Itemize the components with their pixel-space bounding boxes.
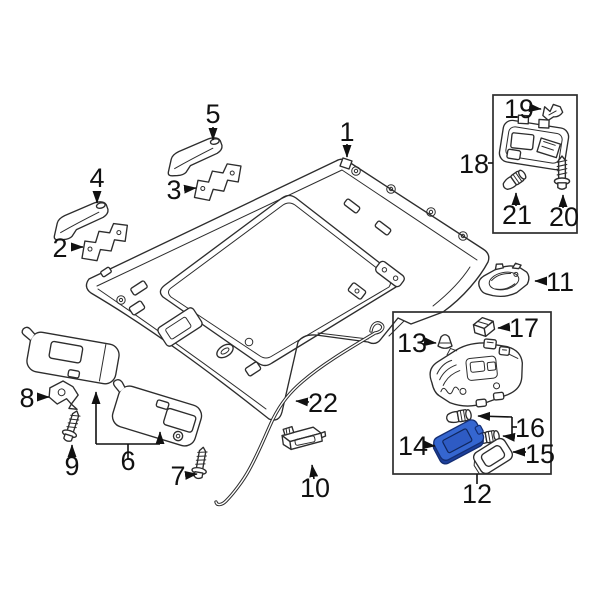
visor-clip bbox=[48, 380, 79, 410]
callout-label-1: 1 bbox=[339, 117, 354, 147]
callout-label-17: 17 bbox=[509, 313, 539, 343]
roof-wiring-harness bbox=[214, 321, 385, 507]
console-switch bbox=[472, 316, 496, 338]
callout-label-13: 13 bbox=[397, 328, 427, 358]
console-lens-highlighted bbox=[432, 419, 485, 465]
overhead-console-box bbox=[392, 311, 552, 475]
callout-label-19: 19 bbox=[504, 94, 534, 124]
callout-label-12: 12 bbox=[462, 479, 492, 509]
callout-label-20: 20 bbox=[549, 202, 579, 232]
headliner-rear-details bbox=[343, 166, 468, 300]
map-lamp-assembly bbox=[498, 103, 571, 193]
callout-label-8: 8 bbox=[19, 383, 34, 413]
console-lens-cover bbox=[472, 437, 514, 475]
handle-bracket-front bbox=[75, 219, 135, 265]
callout-arrow-3 bbox=[183, 184, 197, 194]
callout-label-22: 22 bbox=[308, 388, 338, 418]
callout-label-5: 5 bbox=[205, 99, 220, 129]
callout-arrow-22 bbox=[295, 397, 310, 407]
callout-label-15: 15 bbox=[525, 439, 555, 469]
visor-screw bbox=[59, 408, 85, 444]
dome-lamp bbox=[478, 262, 530, 298]
callout-label-16: 16 bbox=[515, 413, 545, 443]
callout-label-9: 9 bbox=[64, 451, 79, 481]
callout-label-2: 2 bbox=[52, 233, 67, 263]
callout-label-4: 4 bbox=[89, 163, 104, 193]
headliner-front-details bbox=[100, 266, 262, 377]
callout-arrow-16 bbox=[477, 411, 513, 421]
overhead-console-assembly bbox=[429, 316, 523, 475]
handle-bracket-rear bbox=[188, 160, 248, 204]
console-clip bbox=[437, 334, 453, 349]
console-unit bbox=[429, 338, 523, 408]
courtesy-lamp bbox=[281, 425, 327, 451]
callout-arrow-14 bbox=[422, 440, 436, 450]
callout-label-11: 11 bbox=[546, 267, 574, 297]
callout-arrow-13 bbox=[423, 337, 437, 347]
callout-arrow-16 bbox=[502, 432, 516, 442]
callout-arrow-19 bbox=[528, 103, 542, 113]
callout-label-18: 18 bbox=[459, 149, 489, 179]
callout-label-6: 6 bbox=[120, 446, 135, 476]
callout-label-14: 14 bbox=[398, 431, 428, 461]
headliner-panel bbox=[85, 157, 490, 421]
sun-visor-right bbox=[111, 379, 203, 447]
headliner-clip-tab bbox=[339, 157, 353, 170]
callout-label-7: 7 bbox=[170, 461, 185, 491]
map-lamp-clip bbox=[542, 103, 564, 121]
callout-label-10: 10 bbox=[300, 473, 330, 503]
callout-label-3: 3 bbox=[166, 175, 181, 205]
callout-arrow-7 bbox=[184, 471, 198, 480]
callout-arrow-17 bbox=[497, 322, 511, 332]
map-lamp-unit bbox=[498, 114, 570, 171]
map-lamp-bulb bbox=[500, 167, 529, 193]
sun-visor-left bbox=[21, 326, 120, 385]
callout-label-21: 21 bbox=[502, 200, 532, 230]
overhead-lamp-box bbox=[492, 94, 578, 234]
callout-arrow-10 bbox=[309, 464, 319, 480]
